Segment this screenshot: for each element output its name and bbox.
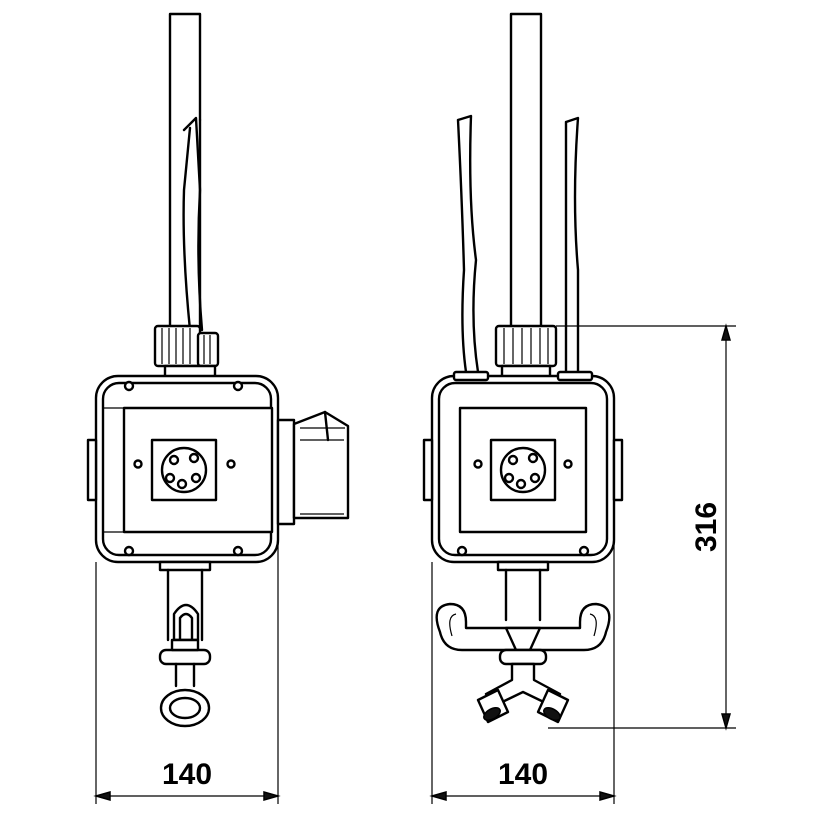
right-width-label: 140 (498, 758, 548, 791)
left-socket-icon (133, 438, 236, 502)
screw-icon (456, 545, 468, 557)
right-mast (509, 12, 543, 332)
screw-icon (123, 545, 135, 557)
dimension-lines (93, 323, 736, 804)
left-cable (182, 116, 204, 332)
right-socket-icon (473, 438, 573, 502)
right-cable-right (564, 116, 580, 374)
left-housing (86, 374, 280, 564)
left-hanger (158, 560, 212, 728)
left-cable-gland (153, 324, 220, 380)
left-width-label: 140 (162, 758, 212, 791)
screw-icon (232, 380, 244, 392)
right-cable-gland (494, 324, 558, 380)
screw-icon (578, 545, 590, 557)
right-cable-left (456, 114, 480, 374)
left-side-socket (276, 410, 350, 526)
screw-icon (232, 545, 244, 557)
right-hanger (435, 560, 611, 724)
screw-icon (123, 380, 135, 392)
height-label: 316 (690, 502, 723, 552)
right-view (422, 12, 624, 724)
left-view (86, 12, 350, 728)
